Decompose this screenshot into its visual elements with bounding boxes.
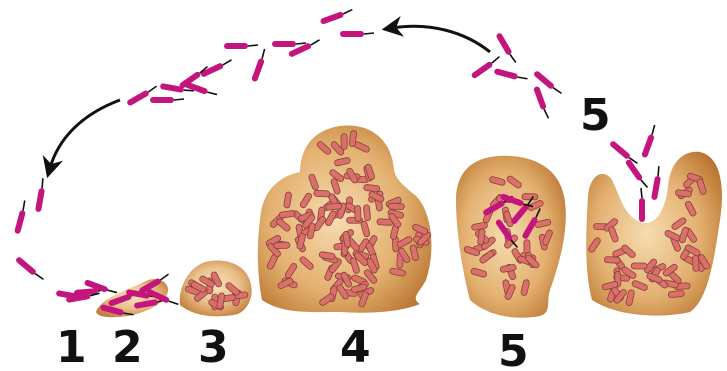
motile-bacterium <box>224 43 258 49</box>
stage-label-1: 1 <box>56 322 87 371</box>
sessile-bacterium <box>354 205 361 221</box>
motile-bacterium <box>35 178 47 213</box>
stage-label-5: 5 <box>498 326 529 371</box>
motile-bacterium <box>251 48 268 82</box>
sessile-bacterium <box>326 203 342 210</box>
sessile-bacterium <box>314 190 330 197</box>
motile-bacterium <box>494 68 528 83</box>
motile-bacterium <box>14 200 29 234</box>
sessile-bacterium <box>388 203 404 210</box>
sessile-bacterium <box>522 194 538 200</box>
sessile-bacterium <box>341 134 347 150</box>
motile-bacterium <box>288 38 321 58</box>
sessile-bacterium <box>668 290 684 297</box>
stage-label-5-dispersal: 5 <box>580 90 611 141</box>
sessile-bacterium <box>363 184 380 192</box>
motile-bacterium <box>150 97 184 103</box>
sessile-bacterium <box>604 256 620 263</box>
sessile-bacterium <box>363 205 371 222</box>
motile-bacterium <box>15 256 45 282</box>
motile-bacterium <box>272 41 306 47</box>
stage-label-2: 2 <box>112 322 143 371</box>
motile-bacterium <box>470 55 501 79</box>
dispersal-arrow-left <box>50 100 120 168</box>
motile-bacterium <box>495 32 517 64</box>
dispersing-bacterium <box>639 188 645 222</box>
motile-bacterium <box>126 84 158 106</box>
sessile-bacterium <box>274 242 290 249</box>
dispersal-arrow-top <box>392 26 490 52</box>
stage-5-dispersal-matrix <box>586 152 722 316</box>
motile-bacterium <box>340 31 374 37</box>
motile-bacterium <box>320 8 354 25</box>
motile-bacterium <box>533 86 550 120</box>
stage-label-3: 3 <box>198 322 229 371</box>
sessile-bacterium <box>631 263 647 269</box>
dispersing-bacterium <box>651 166 663 201</box>
dispersing-bacterium <box>641 124 658 158</box>
stage-label-4: 4 <box>340 322 371 371</box>
dispersing-bacterium <box>609 140 639 166</box>
